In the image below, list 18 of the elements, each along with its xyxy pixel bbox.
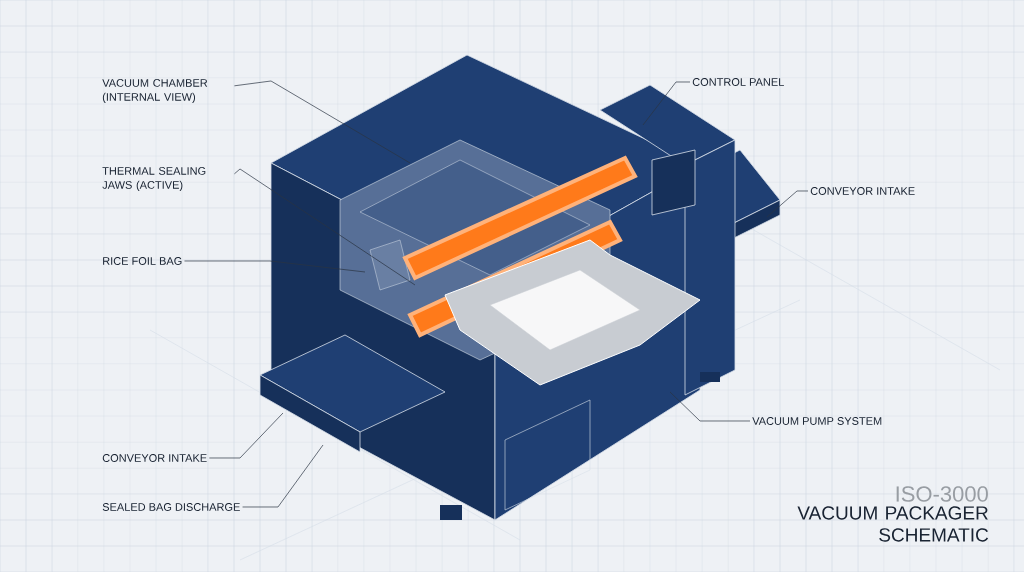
part-label: SEALED BAG DISCHARGE (102, 503, 240, 511)
leader-line (184, 260, 366, 273)
part-label: RICE FOIL BAG (103, 257, 182, 265)
leader-line (209, 412, 284, 459)
leader-line (642, 81, 691, 126)
part-label: VACUUM PUMP SYSTEM (752, 417, 882, 425)
leader-line (766, 190, 809, 218)
model-number: ISO-3000 (896, 486, 988, 502)
leader-line (234, 168, 416, 286)
part-label: VACUUM CHAMBER (INTERNAL VIEW) (102, 79, 208, 103)
part-label: CONVEYOR INTAKE (102, 454, 207, 462)
leader-line (242, 444, 324, 508)
part-label: CONTROL PANEL (692, 78, 784, 86)
part-label: THERMAL SEALING JAWS (ACTIVE) (102, 167, 206, 191)
leader-line (669, 391, 751, 422)
leader-line (234, 80, 411, 164)
title: VACUUM PACKAGER SCHEMATIC (797, 506, 989, 542)
part-label: CONVEYOR INTAKE (810, 187, 915, 195)
